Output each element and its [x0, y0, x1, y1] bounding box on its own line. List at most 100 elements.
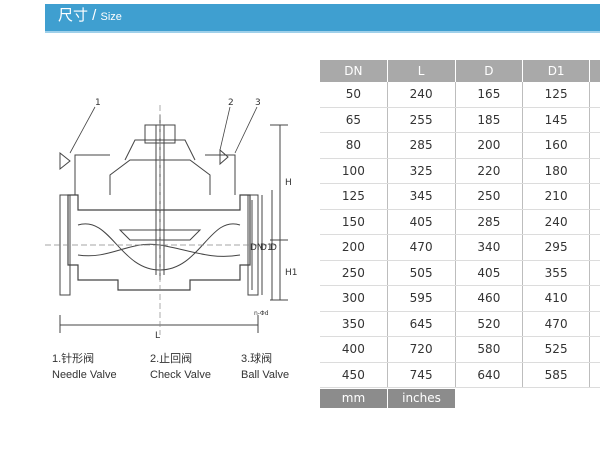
cell-dn: 250 — [320, 260, 388, 286]
cell-dn: 400 — [320, 336, 388, 363]
cell-dn: 125 — [320, 183, 388, 210]
cell-d1: 355 — [522, 260, 591, 286]
dim-label-h: H — [285, 178, 292, 188]
cell-d1: 180 — [522, 158, 591, 184]
cell-l: 720 — [387, 336, 456, 363]
cell-l: 285 — [387, 132, 456, 159]
col-header-l: L — [387, 60, 456, 82]
legend-ball-valve: 3.球阀 Ball Valve — [241, 351, 289, 383]
valve-drawing: 1 2 3 H H1 L DN D1 D n-Φd — [45, 98, 298, 341]
cell-l: 325 — [387, 158, 456, 184]
cell-d: 640 — [455, 362, 524, 388]
cell-d: 520 — [455, 311, 524, 337]
cell-partial — [589, 260, 600, 286]
cell-l: 345 — [387, 183, 456, 210]
cell-partial — [589, 234, 600, 261]
cell-dn: 300 — [320, 285, 388, 312]
dim-label-bolt: n-Φd — [254, 310, 269, 317]
cell-partial — [589, 362, 600, 388]
cell-dn: 450 — [320, 362, 388, 388]
cell-l: 240 — [387, 82, 456, 108]
cell-d1: 410 — [522, 285, 591, 312]
unit-inches: inches — [388, 389, 455, 408]
legend-check-valve-cn: 2.止回阀 — [150, 353, 193, 365]
cell-d1: 145 — [522, 107, 591, 133]
cell-d: 580 — [455, 336, 524, 363]
cell-l: 745 — [387, 362, 456, 388]
callout-3: 3 — [255, 98, 261, 108]
section-title-separator: / — [88, 7, 101, 24]
legend-needle-valve: 1.针形阀 Needle Valve — [52, 351, 117, 383]
cell-partial — [589, 132, 600, 159]
legend-ball-valve-cn: 3.球阀 — [241, 353, 273, 365]
cell-dn: 150 — [320, 209, 388, 235]
col-header-d1: D1 — [522, 60, 591, 82]
dim-label-d: D — [270, 243, 277, 253]
callout-2: 2 — [228, 98, 234, 108]
cell-d: 405 — [455, 260, 524, 286]
col-header-d: D — [455, 60, 524, 82]
legend-check-valve-en: Check Valve — [150, 369, 211, 381]
cell-d: 340 — [455, 234, 524, 261]
cell-partial — [589, 158, 600, 184]
section-title-cn: 尺寸 — [58, 7, 89, 24]
cell-partial — [589, 183, 600, 210]
cell-d1: 210 — [522, 183, 591, 210]
cell-d: 185 — [455, 107, 524, 133]
cell-d: 220 — [455, 158, 524, 184]
cell-l: 645 — [387, 311, 456, 337]
cell-dn: 100 — [320, 158, 388, 184]
cell-partial — [589, 311, 600, 337]
section-header-bar — [45, 4, 600, 31]
dim-label-d1: D1 — [260, 243, 273, 253]
cell-dn: 350 — [320, 311, 388, 337]
cell-d1: 525 — [522, 336, 591, 363]
cell-d1: 160 — [522, 132, 591, 159]
legend-needle-valve-en: Needle Valve — [52, 369, 117, 381]
dim-label-dn: DN — [250, 243, 264, 253]
dim-label-l: L — [155, 331, 160, 341]
legend-check-valve: 2.止回阀 Check Valve — [150, 351, 211, 383]
legend-needle-valve-cn: 1.针形阀 — [52, 353, 95, 365]
col-header-dn: DN — [320, 60, 388, 82]
cell-d: 200 — [455, 132, 524, 159]
section-title-en: Size — [100, 11, 122, 23]
cell-d: 285 — [455, 209, 524, 235]
cell-partial — [589, 107, 600, 133]
cell-d1: 470 — [522, 311, 591, 337]
cell-partial — [589, 285, 600, 312]
callout-1: 1 — [95, 98, 101, 108]
cell-l: 470 — [387, 234, 456, 261]
col-header-partial — [589, 60, 600, 82]
cell-d: 460 — [455, 285, 524, 312]
cell-partial — [589, 209, 600, 235]
cell-d1: 585 — [522, 362, 591, 388]
cell-l: 595 — [387, 285, 456, 312]
cell-d1: 125 — [522, 82, 591, 108]
cell-dn: 50 — [320, 82, 388, 108]
cell-partial — [589, 82, 600, 108]
cell-l: 505 — [387, 260, 456, 286]
section-title: 尺寸 / Size — [58, 6, 122, 27]
cell-dn: 80 — [320, 132, 388, 159]
dim-label-h1: H1 — [285, 268, 298, 278]
cell-dn: 65 — [320, 107, 388, 133]
cell-d1: 240 — [522, 209, 591, 235]
header-rule — [45, 31, 600, 33]
cell-l: 255 — [387, 107, 456, 133]
unit-mm: mm — [320, 389, 387, 408]
cell-d1: 295 — [522, 234, 591, 261]
